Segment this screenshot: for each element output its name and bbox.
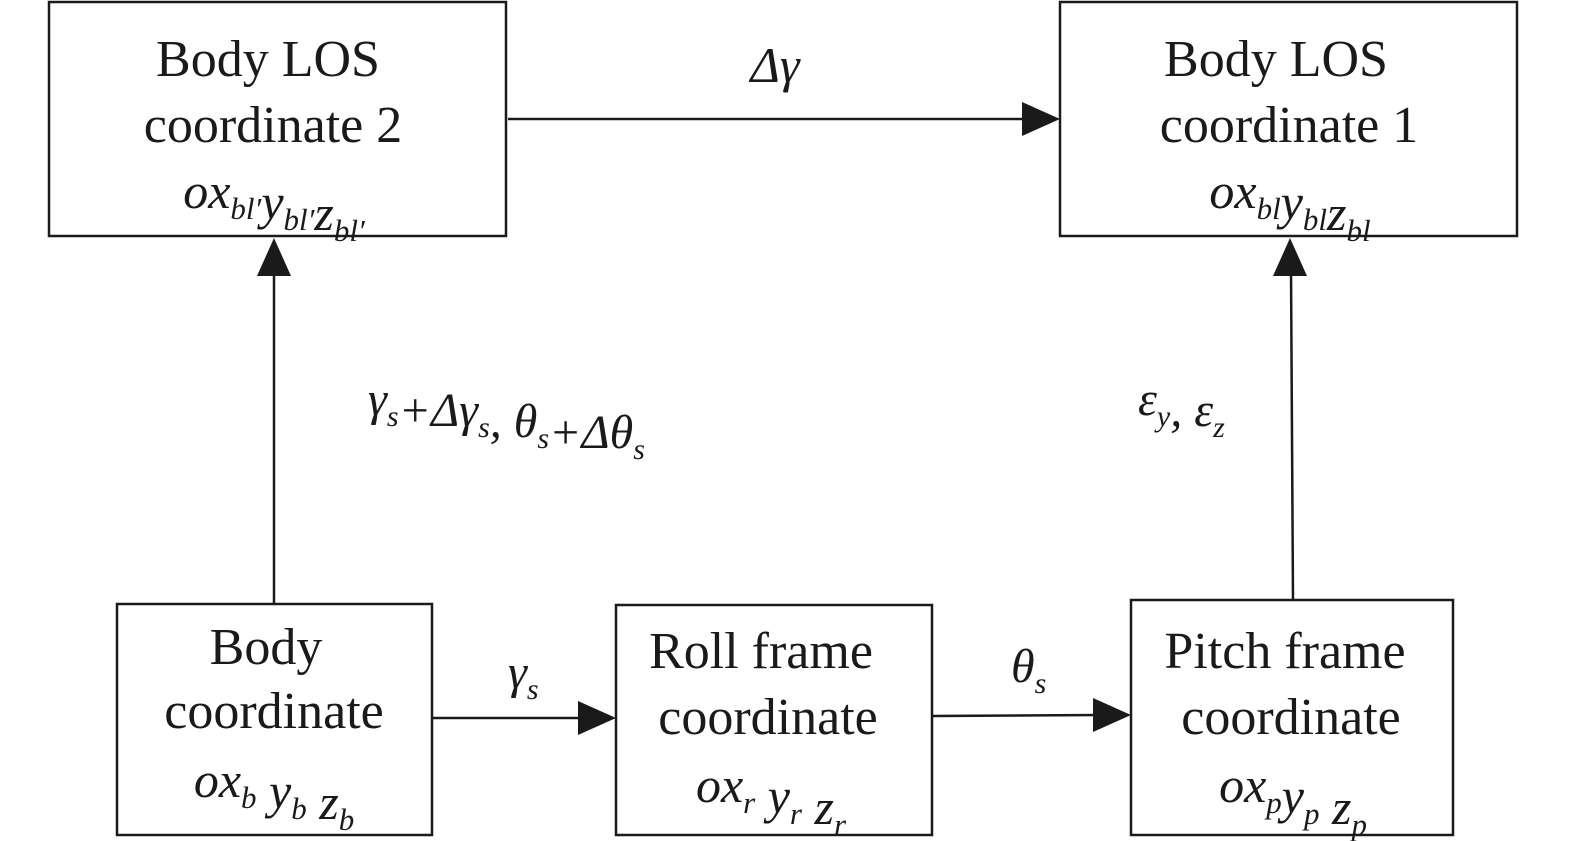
math-base: z: [1326, 185, 1346, 241]
math-subscript: s: [537, 422, 549, 455]
math-subscript: bl′: [334, 213, 366, 248]
box-title-line1: Body LOS: [1164, 31, 1388, 88]
edge-body-to-roll: [432, 701, 616, 735]
math-subscript: b: [291, 791, 307, 826]
math-base: z: [802, 779, 834, 835]
math-base: y: [257, 763, 293, 819]
edge-pitch-to-los1: [1273, 238, 1307, 601]
math-subscript: bl: [1257, 191, 1281, 226]
arrowhead-right-icon: [1022, 102, 1060, 136]
math-base: ox: [696, 757, 743, 813]
arrowhead-right-icon: [1093, 698, 1131, 732]
math-base: , θ: [490, 395, 538, 448]
math-subscript: r: [834, 807, 847, 841]
math-base: +Δθ: [549, 406, 633, 459]
math-base: ox: [194, 752, 241, 808]
box-title-line2: coordinate: [658, 689, 877, 746]
arrowhead-right-icon: [578, 701, 616, 735]
math-subscript: s: [478, 411, 490, 444]
box-body-coordinate: Body coordinate oxb yb zb: [115, 602, 434, 837]
box-title-line2: coordinate: [1181, 689, 1400, 746]
math-base: γ: [508, 646, 528, 699]
box-frame-label: oxr yr zr: [696, 757, 847, 841]
math-subscript: bl: [1347, 213, 1371, 248]
box-title-line1: Body LOS: [156, 31, 380, 88]
math-base: ε: [1138, 373, 1157, 426]
math-subscript: p: [1302, 796, 1320, 831]
math-subscript: z: [1212, 411, 1225, 444]
math-base: y: [256, 174, 284, 230]
edge-roll-to-pitch: [931, 698, 1131, 732]
math-subscript: bl: [1303, 202, 1327, 237]
math-subscript: s: [387, 400, 399, 433]
box-title-line2: coordinate: [164, 683, 383, 740]
math-subscript: r: [743, 785, 756, 820]
math-base: y: [755, 768, 791, 824]
math-base: θ: [1011, 640, 1035, 693]
box-title-line1: Pitch frame: [1164, 623, 1405, 680]
math-base: y: [1276, 174, 1304, 230]
math-base: y: [1277, 768, 1305, 824]
math-subscript: r: [790, 796, 803, 831]
math-subscript: b: [339, 802, 355, 837]
box-title-line2: coordinate 1: [1160, 97, 1418, 154]
math-base: z: [307, 774, 339, 830]
box-frame-label: oxbl′ybl′zbl′: [183, 163, 366, 248]
arrowhead-up-icon: [257, 238, 291, 276]
box-title-line1: Roll frame: [649, 623, 873, 680]
math-base: , ε: [1170, 384, 1213, 437]
edge-label-body-to-roll: γs: [508, 646, 539, 706]
box-roll-frame-coordinate: Roll frame coordinate oxr yr zr: [614, 603, 934, 841]
math-subscript: s: [1035, 667, 1047, 700]
box-title-line1: Body: [210, 619, 323, 676]
math-subscript: bl′: [284, 202, 316, 237]
edge-los2-to-los1: [508, 102, 1060, 136]
box-pitch-frame-coordinate: Pitch frame coordinate oxpyp zp: [1129, 598, 1455, 841]
edge-label-body-to-los2: γs+Δγs, θs+Δθs: [368, 373, 645, 466]
edge-label-roll-to-pitch: θs: [1011, 640, 1046, 700]
edge-label-delta-gamma: Δγ: [748, 37, 800, 93]
math-base: γ: [368, 373, 388, 426]
box-frame-label: oxb yb zb: [194, 752, 354, 837]
arrowhead-up-icon: [1273, 238, 1307, 276]
math-base: z: [313, 185, 333, 241]
box-body-los-coordinate-1: Body LOS coordinate 1 oxblyblzbl: [1058, 0, 1519, 248]
edge-label-pitch-to-los1: εy, εz: [1138, 373, 1225, 444]
box-frame-label: oxblyblzbl: [1209, 163, 1370, 248]
math-base: ox: [183, 163, 230, 219]
edge-body-to-los2: [257, 238, 291, 604]
box-frame-label: oxpyp zp: [1219, 757, 1367, 841]
math-subscript: s: [633, 433, 645, 466]
math-subscript: y: [1154, 400, 1171, 433]
math-subscript: p: [1264, 785, 1282, 820]
math-base: z: [1319, 779, 1351, 835]
math-base: ox: [1209, 163, 1256, 219]
math-subscript: bl′: [230, 191, 262, 226]
math-base: ox: [1219, 757, 1266, 813]
math-base: +Δγ: [399, 384, 480, 437]
math-subscript: b: [241, 780, 257, 815]
box-body-los-coordinate-2: Body LOS coordinate 2 oxbl′ybl′zbl′: [47, 0, 508, 248]
box-title-line2: coordinate 2: [144, 97, 402, 154]
math-subscript: s: [527, 673, 539, 706]
math-subscript: p: [1349, 807, 1367, 841]
